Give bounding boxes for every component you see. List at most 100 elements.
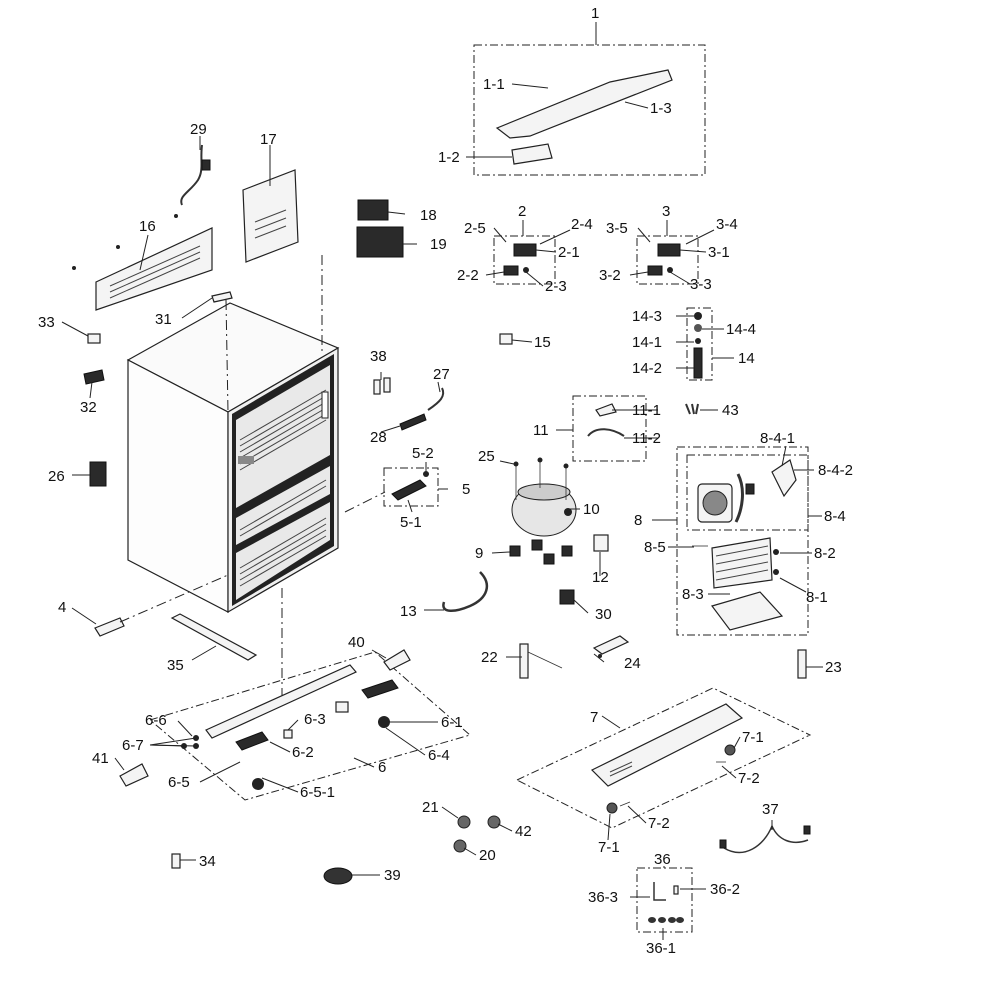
label-8: 8 (634, 512, 642, 529)
part-25-bolts (513, 457, 569, 500)
label-6-3: 6-3 (304, 711, 326, 728)
label-8-5: 8-5 (644, 539, 666, 556)
part-28-bracket (399, 413, 427, 431)
part-14-stack (693, 312, 703, 379)
label-28: 28 (370, 429, 387, 446)
label-2-1: 2-1 (558, 244, 580, 261)
label-36-3: 36-3 (588, 889, 618, 906)
label-17: 17 (260, 131, 277, 148)
label-26: 26 (48, 468, 65, 485)
label-22: 22 (481, 649, 498, 666)
label-5-1: 5-1 (400, 514, 422, 531)
label-6: 6 (378, 759, 386, 776)
label-7-2-a: 7-2 (738, 770, 760, 787)
part-23-pipe (797, 649, 807, 679)
label-11-2: 11-2 (632, 430, 661, 447)
part-2-hinge (503, 243, 537, 276)
label-1-1: 1-1 (483, 76, 505, 93)
part-26-module (89, 461, 107, 487)
label-8-2: 8-2 (814, 545, 836, 562)
part-15-clip (499, 333, 513, 345)
label-1-3: 1-3 (650, 100, 672, 117)
label-14-3: 14-3 (632, 308, 662, 325)
label-14: 14 (738, 350, 755, 367)
label-36: 36 (654, 851, 671, 868)
label-3: 3 (662, 203, 670, 220)
label-10: 10 (583, 501, 600, 518)
label-3-2: 3-2 (599, 267, 621, 284)
label-2: 2 (518, 203, 526, 220)
label-6-6: 6-6 (145, 712, 167, 729)
part-1-2-plate (511, 143, 553, 165)
label-11: 11 (533, 422, 549, 439)
label-14-2: 14-2 (632, 360, 662, 377)
part-10-compressor (511, 483, 577, 537)
part-38-bolt (373, 377, 391, 395)
part-37-cable (719, 824, 811, 854)
label-24: 24 (624, 655, 641, 672)
part-3-hinge (647, 243, 681, 276)
label-3-5: 3-5 (606, 220, 628, 237)
label-7-1-b: 7-1 (598, 839, 620, 856)
part-43-clip (685, 403, 699, 415)
label-7: 7 (590, 709, 598, 726)
label-8-4-1: 8-4-1 (760, 430, 795, 447)
part-17-control-panel (242, 169, 299, 263)
label-2-2: 2-2 (457, 267, 479, 284)
cabinet (126, 302, 340, 614)
label-36-2: 36-2 (710, 881, 740, 898)
label-8-4-2: 8-4-2 (818, 462, 853, 479)
part-8-4-fan (697, 459, 797, 523)
label-12: 12 (592, 569, 609, 586)
part-41-roller (119, 763, 149, 787)
label-33: 33 (38, 314, 55, 331)
part-1-3-bracket (495, 69, 673, 139)
label-32: 32 (80, 399, 97, 416)
label-37: 37 (762, 801, 779, 818)
label-35: 35 (167, 657, 184, 674)
part-18-board (357, 199, 389, 221)
label-40: 40 (348, 634, 365, 651)
part-34-fitting (171, 853, 181, 869)
label-23: 23 (825, 659, 842, 676)
label-2-3: 2-3 (545, 278, 567, 295)
group-box-11 (572, 395, 647, 462)
part-20-foot (453, 839, 467, 853)
part-9-grommets (509, 539, 573, 565)
label-1: 1 (591, 5, 599, 22)
part-29-power-cord (180, 144, 211, 206)
label-2-5: 2-5 (464, 220, 486, 237)
part-13-tube (442, 571, 489, 612)
part-12-relay (593, 534, 609, 552)
part-6-base (181, 664, 399, 790)
leader-lines (61, 22, 823, 940)
part-30-cover (559, 589, 575, 605)
group-box-3 (636, 235, 699, 285)
part-40-roller (383, 649, 411, 671)
part-11-valve (587, 403, 625, 437)
part-19-board (356, 226, 404, 258)
label-6-2: 6-2 (292, 744, 314, 761)
label-36-1: 36-1 (646, 940, 676, 957)
label-16: 16 (139, 218, 156, 235)
group-box-5 (383, 467, 439, 507)
label-42: 42 (515, 823, 532, 840)
label-21: 21 (422, 799, 439, 816)
label-13: 13 (400, 603, 417, 620)
part-35-rail (170, 613, 258, 661)
label-7-1-a: 7-1 (742, 729, 764, 746)
label-20: 20 (479, 847, 496, 864)
label-8-3: 8-3 (682, 586, 704, 603)
label-34: 34 (199, 853, 216, 870)
label-3-4: 3-4 (716, 216, 738, 233)
group-box-6 (148, 651, 472, 801)
group-box-14 (686, 307, 713, 381)
label-4: 4 (58, 599, 66, 616)
label-3-1: 3-1 (708, 244, 730, 261)
label-43: 43 (722, 402, 739, 419)
part-16-rear-cover (72, 214, 213, 311)
part-42-foot (487, 815, 501, 829)
label-25: 25 (478, 448, 495, 465)
label-14-1: 14-1 (632, 334, 662, 351)
